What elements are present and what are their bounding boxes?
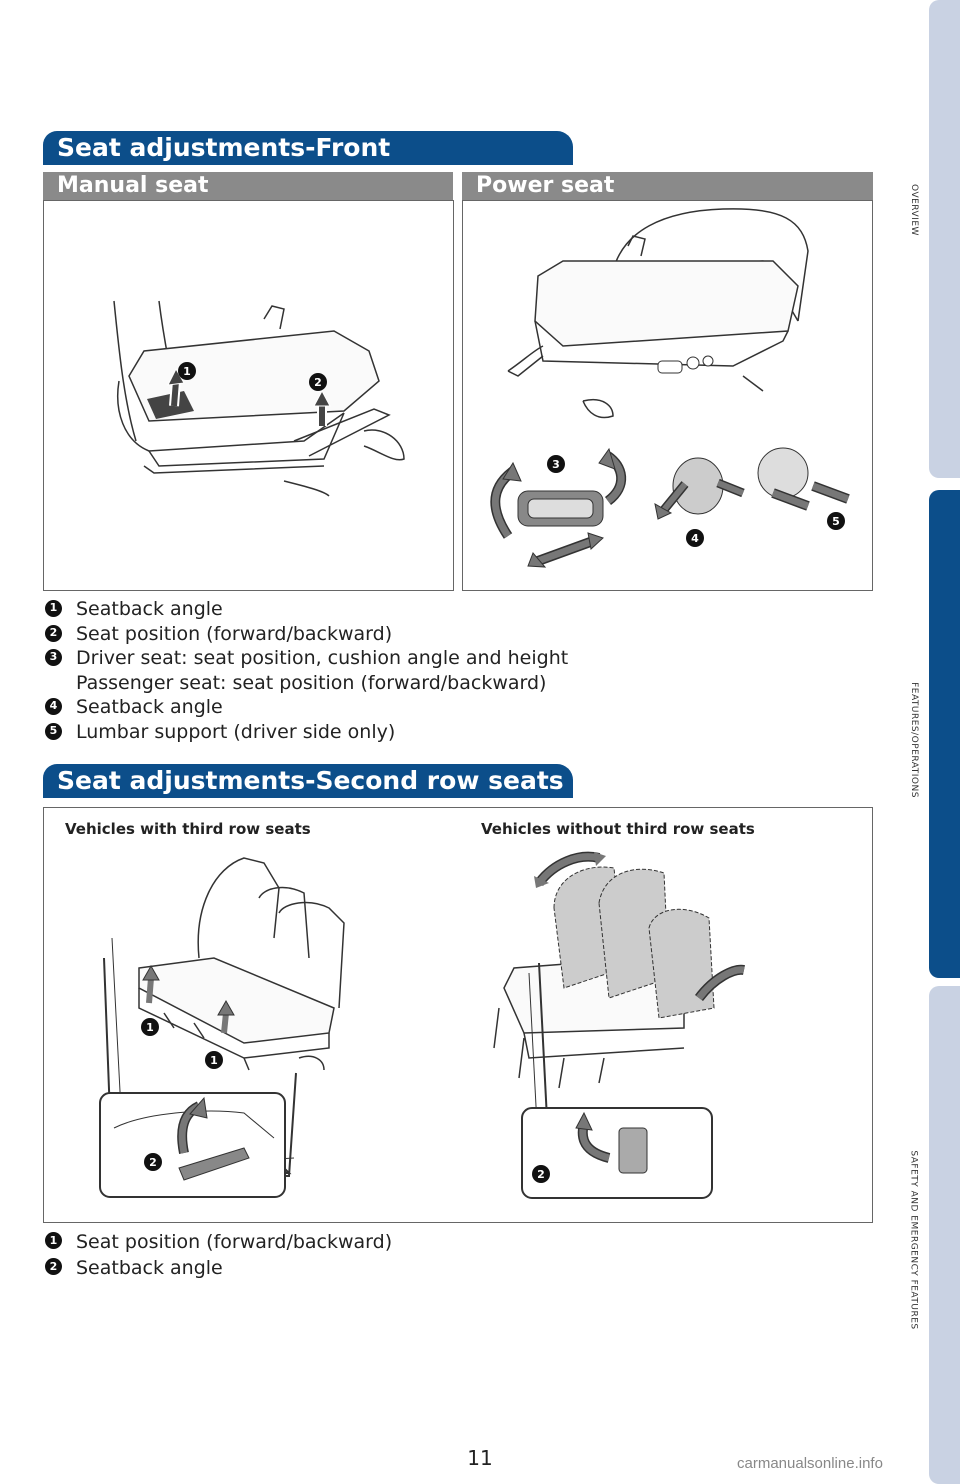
side-tab-features-operations[interactable]	[929, 490, 960, 978]
manual-seat-header: Manual seat	[43, 172, 453, 200]
with-third-row-caption: Vehicles with third row seats	[65, 820, 311, 838]
manual-callout-1: 1	[183, 365, 191, 378]
second-right-callout-2: 2	[537, 1168, 545, 1181]
side-tab-safety-label: SAFETY AND EMERGENCY FEATURES	[909, 1150, 920, 1330]
manual-seat-panel: 1 2	[43, 200, 454, 591]
without-third-row-caption: Vehicles without third row seats	[481, 820, 755, 838]
power-seat-illustration: 3 4 5	[490, 208, 850, 568]
power-seat-panel: 3 4 5	[462, 200, 873, 591]
side-tab-overview[interactable]	[929, 0, 960, 478]
side-tab-overview-label: OVERVIEW	[909, 184, 919, 236]
power-callout-3: 3	[552, 458, 560, 471]
second-row-section-title: Seat adjustments-Second row seats	[43, 764, 573, 798]
page-number: 11	[467, 1446, 493, 1470]
second-row-illustration: 1 1 2 2	[99, 851, 745, 1199]
second-left-callout-2: 2	[149, 1156, 157, 1169]
side-tab-features-label: FEATURES/OPERATIONS	[909, 682, 920, 798]
power-seat-header: Power seat	[462, 172, 873, 200]
watermark: carmanualsonline.info	[737, 1455, 883, 1472]
manual-seat-illustration: 1 2	[113, 300, 405, 497]
legend-item-continuation: Passenger seat: seat position (forward/b…	[76, 671, 547, 694]
manual-callout-2: 2	[314, 376, 322, 389]
power-callout-5: 5	[832, 515, 840, 528]
side-tab-safety[interactable]	[929, 986, 960, 1484]
second-row-panel: Vehicles with third row seats Vehicles w…	[43, 807, 873, 1223]
power-callout-4: 4	[691, 532, 699, 545]
second-left-callout-1b: 1	[210, 1054, 218, 1067]
second-left-callout-1a: 1	[146, 1021, 154, 1034]
front-section-title: Seat adjustments-Front	[43, 131, 573, 165]
